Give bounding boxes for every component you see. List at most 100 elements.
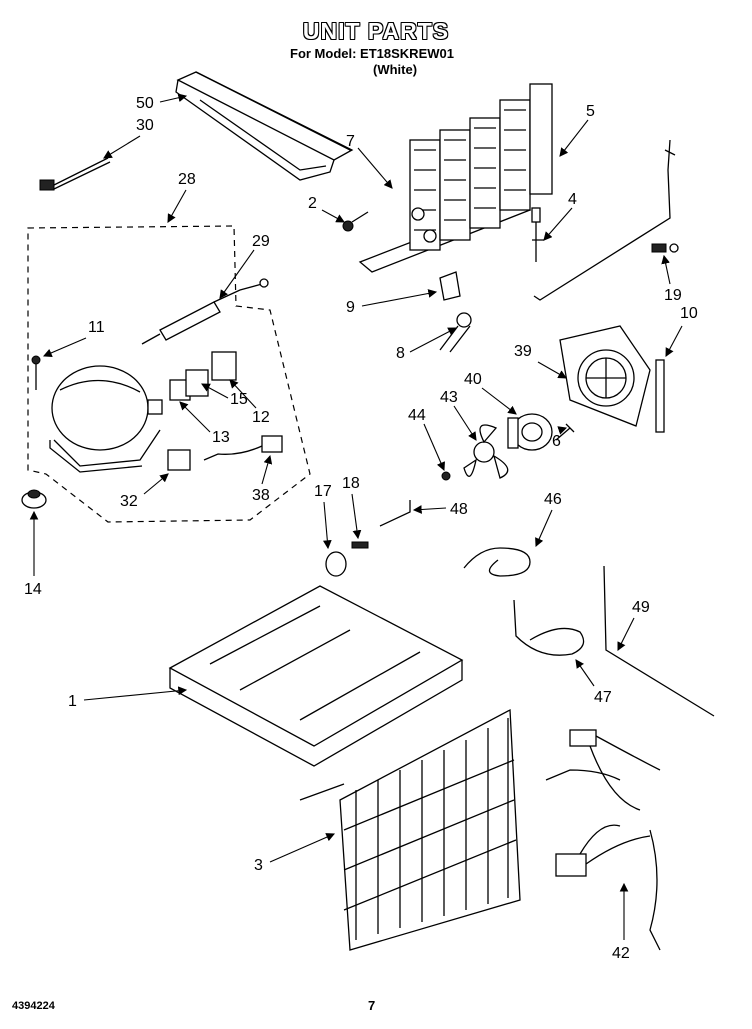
callout-c17: 17 xyxy=(314,483,332,550)
condenser-coil xyxy=(299,708,521,951)
page-title: UNIT PARTS xyxy=(302,18,450,44)
callout-c50: 50 xyxy=(136,93,188,112)
drain-pan-tray xyxy=(175,71,354,181)
model-line: For Model: ET18SKREW01 xyxy=(290,46,454,61)
callout-c4: 4 xyxy=(543,191,577,241)
callout-label: 43 xyxy=(440,389,458,406)
callout-c47: 47 xyxy=(575,659,612,706)
callout-c38: 38 xyxy=(252,454,273,504)
callout-label: 42 xyxy=(612,945,630,962)
callout-c12: 12 xyxy=(229,379,270,426)
callout-label: 4 xyxy=(568,191,577,208)
callout-c32: 32 xyxy=(120,473,169,510)
callout-c2: 2 xyxy=(308,195,345,223)
callout-c46: 46 xyxy=(535,491,562,548)
callout-label: 44 xyxy=(408,407,426,424)
callout-c44: 44 xyxy=(408,407,445,472)
color-variant: (White) xyxy=(373,62,418,77)
mounting-screw xyxy=(342,211,369,232)
callout-c29: 29 xyxy=(219,233,270,299)
filter-drier xyxy=(141,278,269,345)
callout-c18: 18 xyxy=(342,475,362,540)
callout-label: 11 xyxy=(88,319,105,336)
callout-label: 5 xyxy=(586,103,595,120)
compressor-grommet xyxy=(21,489,47,509)
callout-c5: 5 xyxy=(559,103,595,157)
sensor-wire xyxy=(533,139,679,301)
roller-wheel xyxy=(325,541,369,577)
callout-label: 9 xyxy=(346,299,355,316)
callout-c11: 11 xyxy=(42,319,105,358)
callout-label: 49 xyxy=(632,599,650,616)
callout-label: 10 xyxy=(680,305,698,322)
callout-label: 40 xyxy=(464,371,482,388)
callout-label: 14 xyxy=(24,581,42,598)
callout-c9: 9 xyxy=(346,289,438,316)
callout-label: 32 xyxy=(120,493,138,510)
coiled-tube xyxy=(513,599,585,656)
callout-c48: 48 xyxy=(412,501,468,518)
callout-c1: 1 xyxy=(68,686,188,710)
callout-label: 6 xyxy=(552,433,561,450)
callout-label: 46 xyxy=(544,491,562,508)
callout-label: 12 xyxy=(252,409,270,426)
callout-label: 19 xyxy=(664,287,682,304)
compressor xyxy=(49,365,163,473)
drain-tube xyxy=(463,547,531,577)
compressor-group-outline xyxy=(27,225,311,523)
start-relay xyxy=(169,351,237,401)
drain-rod xyxy=(603,565,715,717)
compressor-bolt xyxy=(31,355,41,390)
callout-label: 29 xyxy=(252,233,270,250)
callout-c49: 49 xyxy=(617,599,650,651)
callout-label: 1 xyxy=(68,693,77,710)
evaporator-heater-assembly xyxy=(358,83,553,273)
callout-c43: 43 xyxy=(440,389,477,441)
callout-c14: 14 xyxy=(24,510,42,598)
callout-c40: 40 xyxy=(464,371,517,415)
fan-nut xyxy=(441,471,451,481)
callout-c3: 3 xyxy=(254,833,336,874)
callout-label: 47 xyxy=(594,689,612,706)
gasket-strip xyxy=(655,359,665,433)
document-number: 4394224 xyxy=(12,1000,55,1012)
base-pan xyxy=(168,585,464,767)
callout-c13: 13 xyxy=(179,401,230,446)
bracket-48 xyxy=(379,500,411,527)
callout-label: 13 xyxy=(212,429,230,446)
callout-c15: 15 xyxy=(201,383,248,408)
callout-label: 48 xyxy=(450,501,468,518)
fan-harness-plug xyxy=(439,312,472,353)
callout-label: 30 xyxy=(136,117,154,134)
probe-thermistor xyxy=(39,157,111,191)
callout-c8: 8 xyxy=(396,327,457,362)
overload-protector xyxy=(167,449,191,471)
callout-c30: 30 xyxy=(103,117,154,159)
callout-label: 7 xyxy=(346,133,355,150)
callout-label: 50 xyxy=(136,95,154,112)
callout-c28: 28 xyxy=(167,171,196,223)
wiring-harness xyxy=(545,729,661,951)
callout-label: 39 xyxy=(514,343,532,360)
callout-label: 15 xyxy=(230,391,248,408)
callout-label: 28 xyxy=(178,171,196,188)
callout-c10: 10 xyxy=(665,305,698,357)
page-number: 7 xyxy=(368,998,376,1013)
callout-c19: 19 xyxy=(661,254,682,304)
callout-label: 17 xyxy=(314,483,332,500)
callout-label: 8 xyxy=(396,345,405,362)
callout-c42: 42 xyxy=(612,882,630,962)
defrost-thermostat xyxy=(531,207,544,262)
callout-c39: 39 xyxy=(514,343,567,379)
power-cord-plug xyxy=(203,435,283,461)
fan-shroud xyxy=(559,325,651,427)
callout-label: 38 xyxy=(252,487,270,504)
callout-c6: 6 xyxy=(552,426,568,450)
callout-label: 2 xyxy=(308,195,317,212)
callout-label: 18 xyxy=(342,475,360,492)
callout-label: 3 xyxy=(254,857,263,874)
callout-c7: 7 xyxy=(346,133,393,189)
clip xyxy=(439,271,461,301)
fan-blade xyxy=(463,424,509,479)
